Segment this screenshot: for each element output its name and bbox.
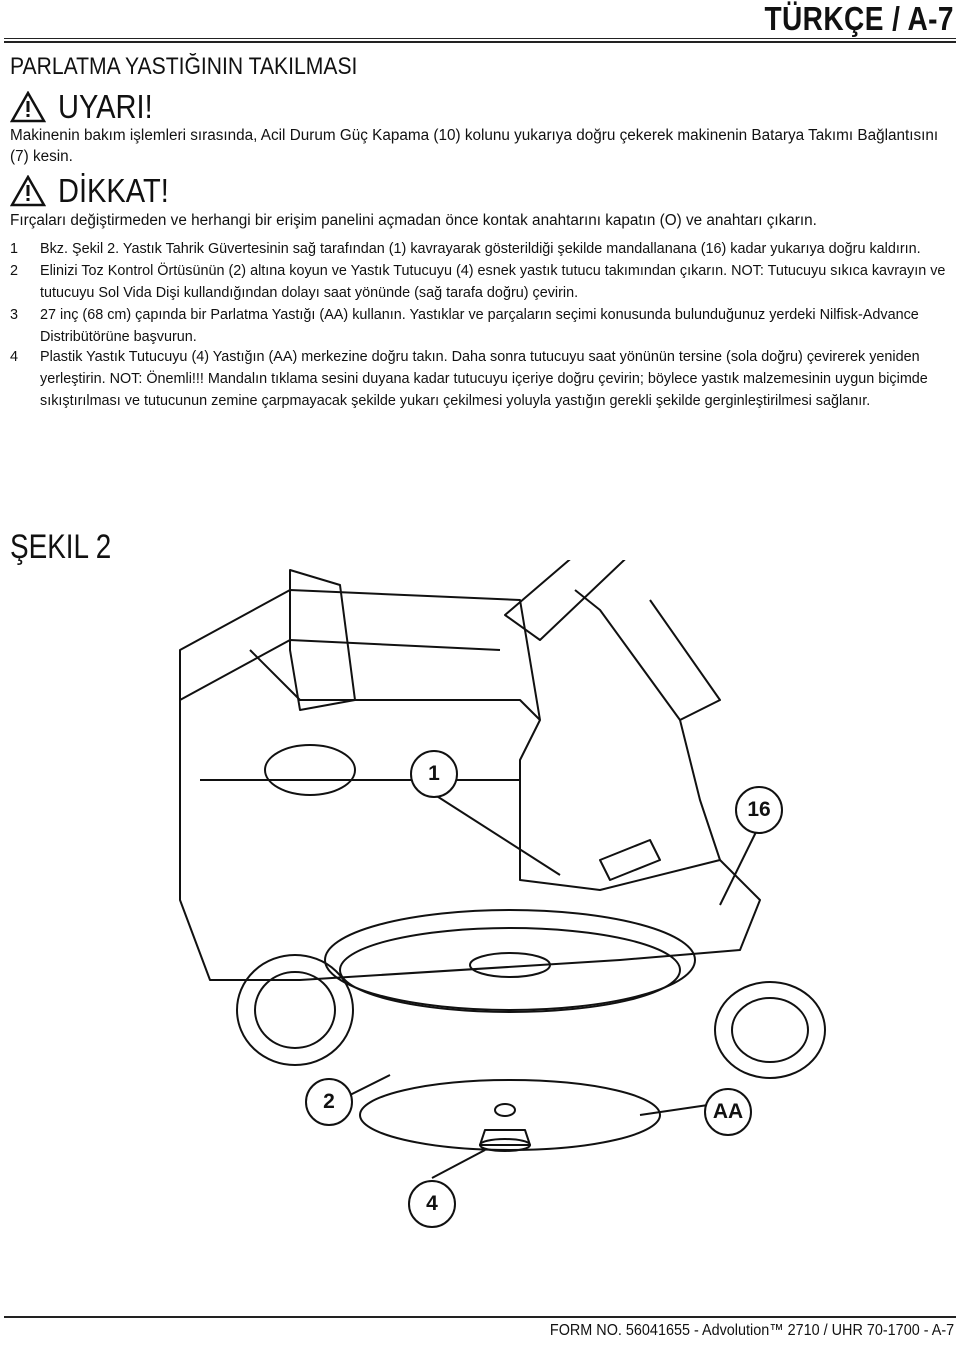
callout-1: 1	[410, 750, 458, 798]
callout-4: 4	[408, 1180, 456, 1228]
warning-heading: UYARI!	[10, 88, 166, 126]
header-rule	[4, 38, 956, 39]
step-item: 2 Elinizi Toz Kontrol Örtüsünün (2) altı…	[10, 260, 946, 304]
step-number: 4	[10, 349, 19, 365]
step-number: 3	[10, 307, 19, 323]
figure-title: ŞEKIL 2	[10, 528, 112, 566]
header-rule-thick	[4, 41, 956, 43]
step-item: 4 Plastik Yastık Tutucuyu (4) Yastığın (…	[10, 346, 946, 412]
page-footer: FORM NO. 56041655 - Advolution™ 2710 / U…	[549, 1322, 954, 1339]
warning-text: Makinenin bakım işlemleri sırasında, Aci…	[10, 127, 939, 165]
step-item: 3 27 inç (68 cm) çapında bir Parlatma Ya…	[10, 304, 946, 348]
warning-label: UYARI!	[58, 88, 153, 125]
step-text: Plastik Yastık Tutucuyu (4) Yastığın (AA…	[40, 349, 928, 409]
caution-heading: DİKKAT!	[10, 172, 184, 210]
step-text: 27 inç (68 cm) çapında bir Parlatma Yast…	[40, 307, 919, 345]
warning-triangle-icon	[10, 91, 46, 123]
caution-label: DİKKAT!	[58, 172, 169, 209]
step-text: Bkz. Şekil 2. Yastık Tahrik Güvertesinin…	[40, 241, 921, 257]
footer-rule	[4, 1316, 956, 1318]
step-number: 2	[10, 263, 19, 279]
caution-text: Fırçaları değiştirmeden ve herhangi bir …	[10, 212, 817, 229]
step-text: Elinizi Toz Kontrol Örtüsünün (2) altına…	[40, 263, 946, 301]
callout-16: 16	[735, 786, 783, 834]
section-title: PARLATMA YASTIĞININ TAKILMASI	[10, 53, 358, 80]
page-header: TÜRKÇE / A-7	[764, 0, 954, 37]
step-item: 1 Bkz. Şekil 2. Yastık Tahrik Güvertesin…	[10, 238, 946, 260]
callout-aa: AA	[704, 1088, 752, 1136]
warning-triangle-icon	[10, 175, 46, 207]
machine-illustration	[179, 560, 826, 1179]
callout-2: 2	[305, 1078, 353, 1126]
step-number: 1	[10, 241, 19, 257]
